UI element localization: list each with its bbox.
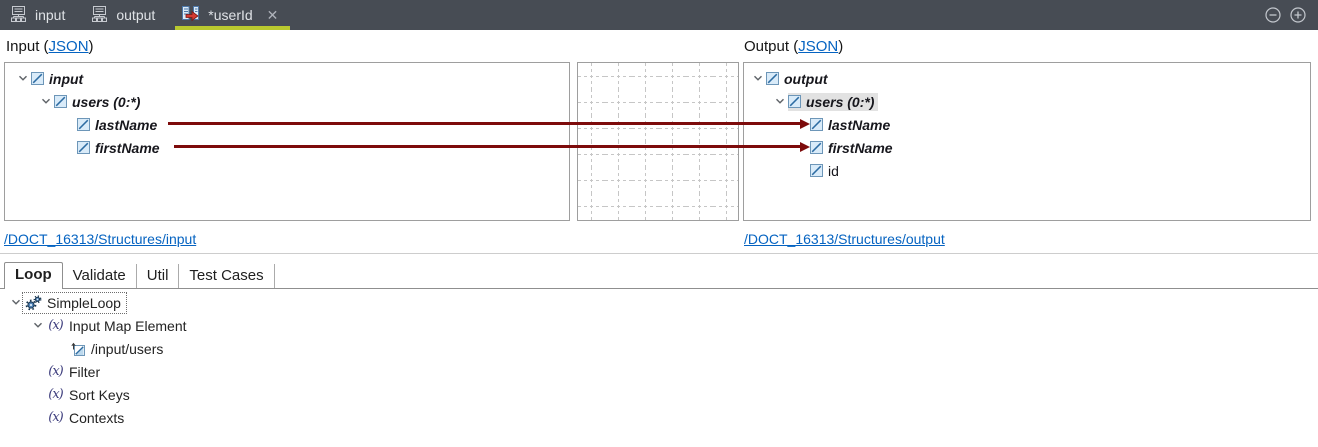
editor-tab-bar: input output *userId ✕ <box>0 0 1318 30</box>
editor-tab-userId[interactable]: *userId ✕ <box>171 0 294 30</box>
tab-test-cases[interactable]: Test Cases <box>179 264 275 288</box>
element-icon <box>810 164 823 177</box>
fx-icon: (x) <box>48 410 64 425</box>
mapper-icon <box>181 5 200 25</box>
tree-item-label: input <box>49 70 84 87</box>
editor-tab-input[interactable]: input <box>0 0 81 30</box>
loop-tree-item-simpleloop[interactable]: SimpleLoop <box>0 291 191 314</box>
mapping-grid-panel <box>577 62 739 221</box>
loop-tree-item-input-users[interactable]: /input/users <box>0 337 191 360</box>
chevron-down-icon[interactable] <box>8 299 24 306</box>
input-tree-item-input[interactable]: input <box>5 67 569 90</box>
input-tree-item-firstname[interactable]: firstName <box>5 136 569 159</box>
gears-icon <box>24 294 43 311</box>
input-structure-link[interactable]: /DOCT_16313/Structures/input <box>4 231 197 247</box>
editor-tabs: input output *userId ✕ <box>0 0 294 30</box>
mapping-grid <box>578 63 738 220</box>
element-icon <box>54 95 67 108</box>
structure-icon <box>10 5 27 25</box>
tree-item-label: Filter <box>69 363 101 380</box>
editor-tab-label: *userId <box>208 7 253 23</box>
mapping-line-lastName[interactable] <box>168 122 800 125</box>
fx-icon: (x) <box>48 318 64 333</box>
editor-tab-label: output <box>116 7 156 23</box>
expand-button[interactable] <box>1290 7 1306 23</box>
tree-item-label: /input/users <box>91 340 164 357</box>
input-tree-item-lastname[interactable]: lastName <box>5 113 569 136</box>
tree-item-label: lastName <box>828 116 891 133</box>
input-tree-item-users-0[interactable]: users (0:*) <box>5 90 569 113</box>
input-panel-title: Input (JSON) <box>6 38 94 55</box>
fx-icon: (x) <box>48 387 64 402</box>
output-json-link[interactable]: JSON <box>798 38 839 55</box>
output-tree-item-output[interactable]: output <box>744 67 1310 90</box>
circled-plus-icon <box>1290 7 1306 23</box>
chevron-down-icon[interactable] <box>772 98 788 105</box>
editor-tab-output[interactable]: output <box>81 0 171 30</box>
output-tree-item-lastname[interactable]: lastName <box>744 113 1310 136</box>
output-panel-title: Output (JSON) <box>744 38 844 55</box>
editor-tab-label: input <box>35 7 66 23</box>
fx-icon: (x) <box>48 364 64 379</box>
element-icon <box>810 141 823 154</box>
horizontal-splitter[interactable] <box>0 253 1318 254</box>
mapping-area: input users (0:*) lastName firstName output… <box>0 62 1318 223</box>
output-tree-item-id[interactable]: id <box>744 159 1310 182</box>
element-icon <box>766 72 779 85</box>
element-icon <box>810 118 823 131</box>
element-icon <box>77 118 90 131</box>
output-tree: output users (0:*) lastName firstName id <box>744 67 1310 182</box>
mapping-line-firstName[interactable] <box>174 145 800 148</box>
loop-tree-item-input-map-element[interactable]: (x) Input Map Element <box>0 314 191 337</box>
collapse-button[interactable] <box>1265 7 1281 23</box>
window-controls <box>1265 0 1318 30</box>
input-tree: input users (0:*) lastName firstName <box>5 67 569 159</box>
tree-item-label: output <box>784 70 828 87</box>
element-icon <box>31 72 44 85</box>
tree-item-label: Contexts <box>69 409 125 426</box>
tab-loop[interactable]: Loop <box>4 262 63 289</box>
circled-minus-icon <box>1265 7 1281 23</box>
element-icon <box>788 95 801 108</box>
tree-item-label: id <box>828 162 839 179</box>
loop-tree: SimpleLoop (x) Input Map Element/input/use… <box>0 291 191 429</box>
loop-tree-item-sort-keys[interactable]: (x) Sort Keys <box>0 383 191 406</box>
tree-item-label: users (0:*) <box>806 93 875 110</box>
chevron-down-icon[interactable] <box>15 75 31 82</box>
loop-tree-item-filter[interactable]: (x) Filter <box>0 360 191 383</box>
mapping-arrowhead-firstName <box>800 141 810 152</box>
tree-item-label: firstName <box>828 139 893 156</box>
output-structure-link[interactable]: /DOCT_16313/Structures/output <box>744 231 945 247</box>
tree-item-label: users (0:*) <box>72 93 141 110</box>
tree-item-label: Input Map Element <box>69 317 187 334</box>
element-icon <box>77 141 90 154</box>
tab-validate[interactable]: Validate <box>63 264 137 288</box>
chevron-down-icon[interactable] <box>38 98 54 105</box>
tree-item-label: SimpleLoop <box>47 294 121 311</box>
tab-util[interactable]: Util <box>137 264 180 288</box>
loop-tree-item-contexts[interactable]: (x) Contexts <box>0 406 191 429</box>
close-tab-icon[interactable]: ✕ <box>266 6 279 23</box>
input-tree-panel: input users (0:*) lastName firstName <box>4 62 570 221</box>
output-tree-panel: output users (0:*) lastName firstName id <box>743 62 1311 221</box>
output-tree-item-firstname[interactable]: firstName <box>744 136 1310 159</box>
tree-item-label: Sort Keys <box>69 386 130 403</box>
structure-icon <box>91 5 108 25</box>
active-tab-underline <box>175 26 291 30</box>
input-json-link[interactable]: JSON <box>48 38 89 55</box>
mapping-arrowhead-lastName <box>800 118 810 129</box>
tree-item-label: firstName <box>95 139 160 156</box>
output-tree-item-users-0[interactable]: users (0:*) <box>744 90 1310 113</box>
chevron-down-icon[interactable] <box>30 322 46 329</box>
chevron-down-icon[interactable] <box>750 75 766 82</box>
mapped-element-icon <box>68 342 87 356</box>
tree-item-label: lastName <box>95 116 158 133</box>
